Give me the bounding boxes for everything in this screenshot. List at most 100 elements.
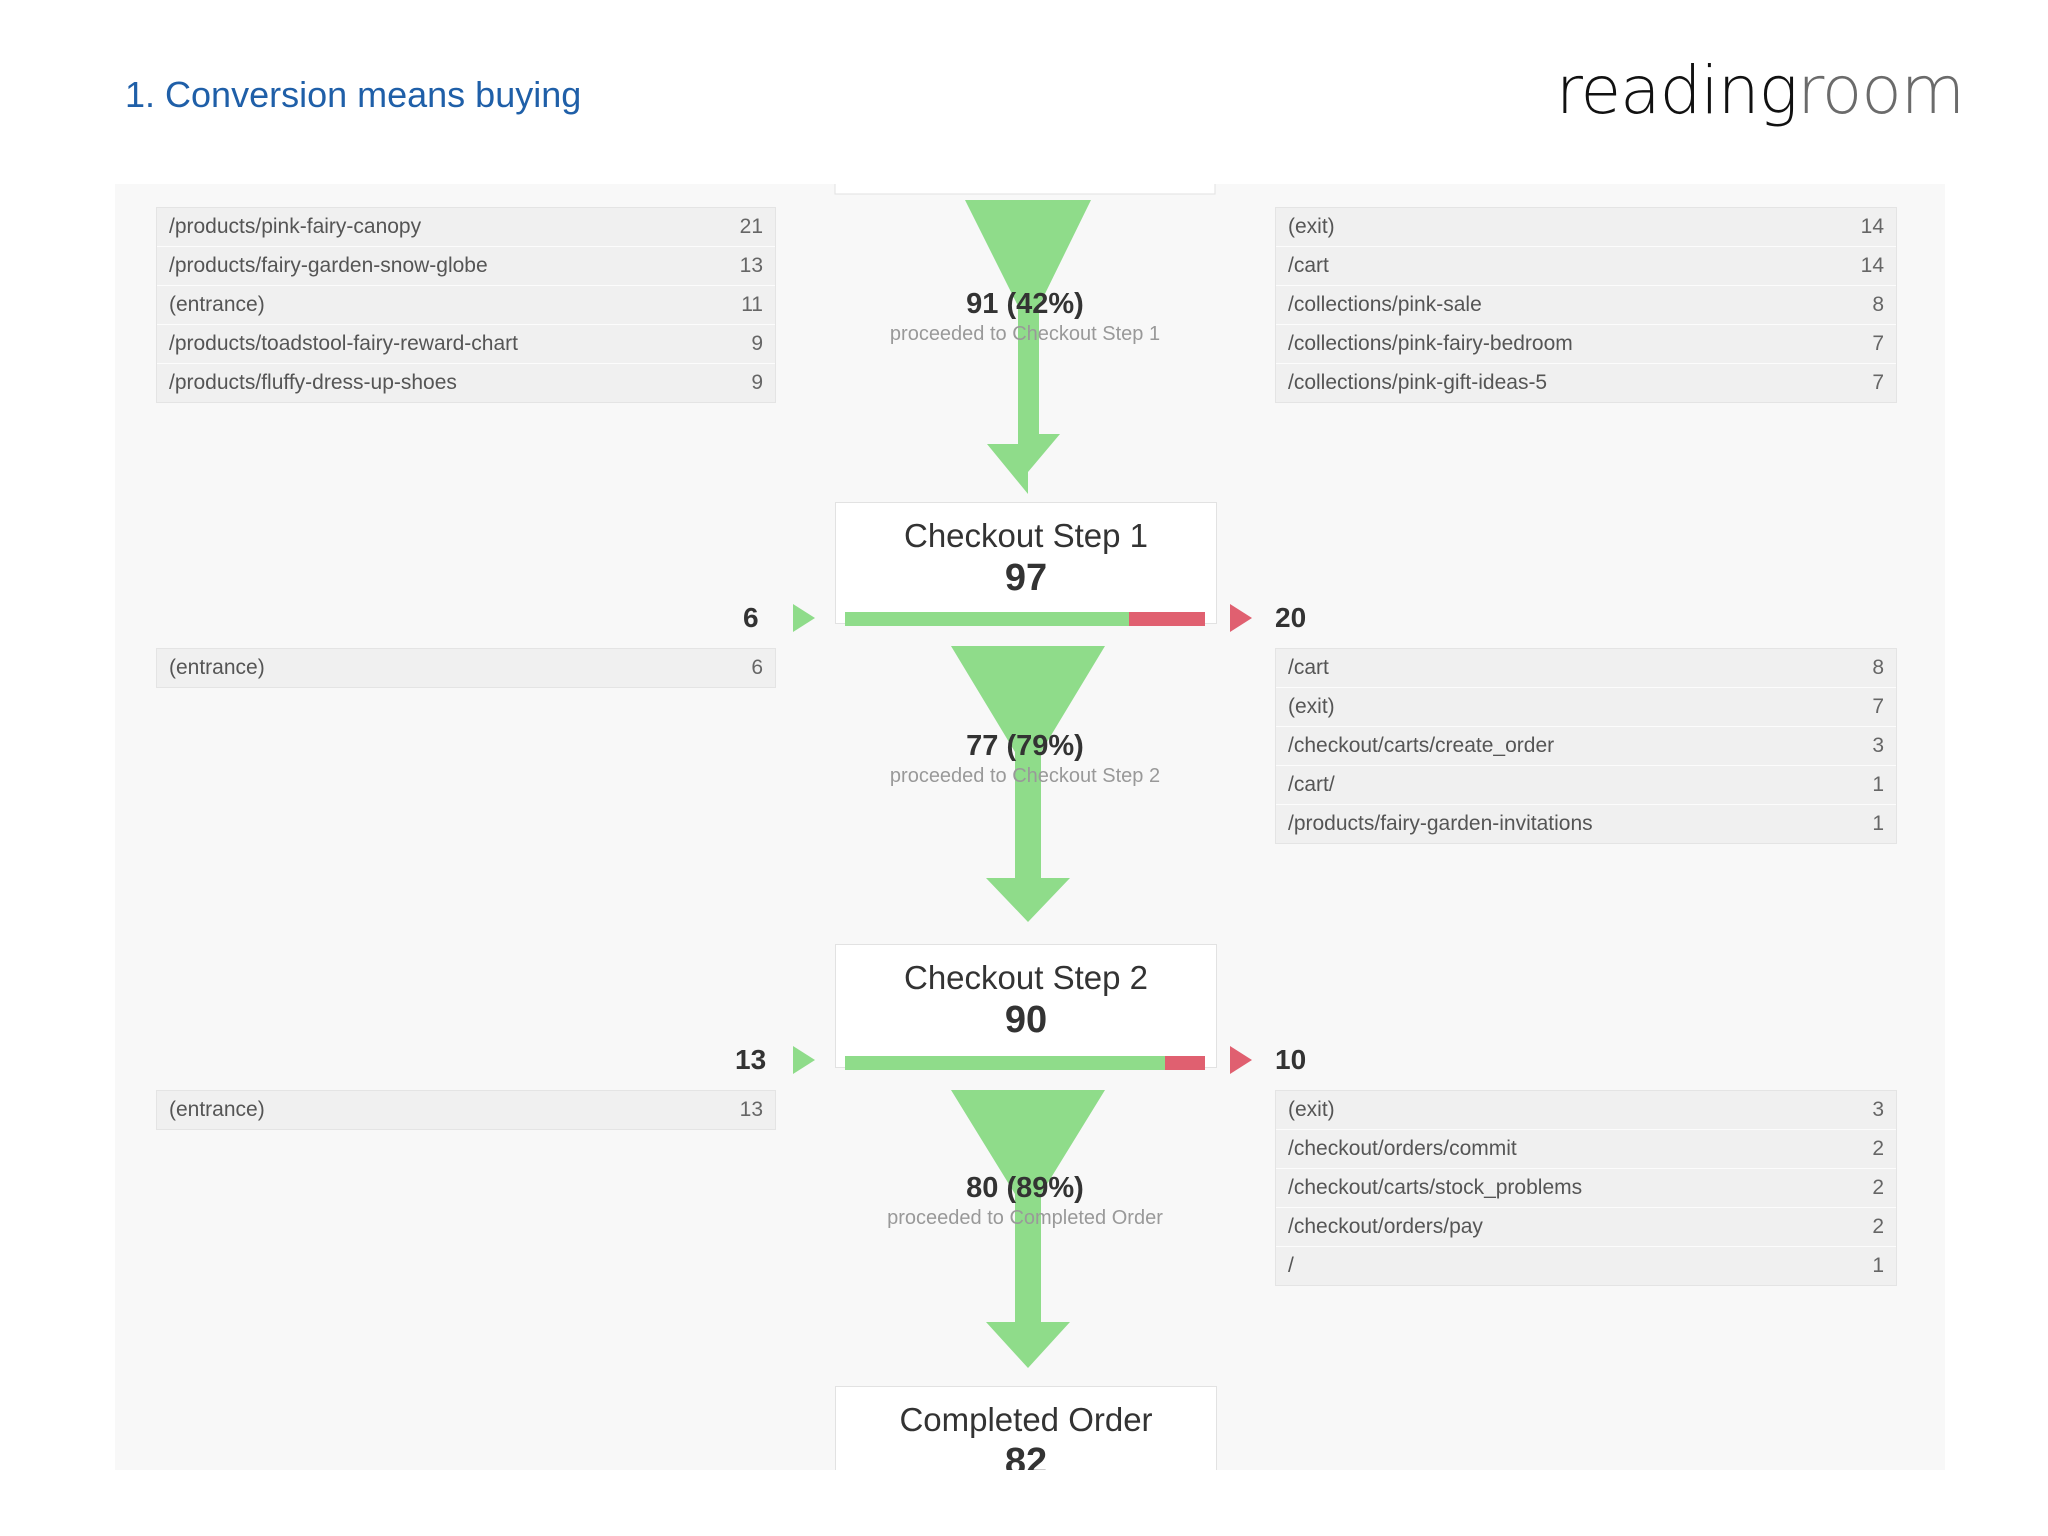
row-count: 14	[1860, 254, 1884, 277]
step-box-checkout-2[interactable]: Checkout Step 2 90	[835, 944, 1217, 1068]
table-row[interactable]: /cart 8	[1276, 649, 1896, 688]
step-value: 82	[1004, 1441, 1048, 1470]
row-path: /products/pink-fairy-canopy	[169, 215, 422, 238]
step-2-drop-segment	[1165, 1056, 1205, 1070]
table-row[interactable]: (entrance) 6	[157, 649, 775, 687]
row-count: 3	[1872, 734, 1884, 757]
logo-part-room: room	[1797, 52, 1965, 129]
row-count: 8	[1872, 293, 1884, 316]
row-path: /checkout/orders/commit	[1288, 1137, 1517, 1160]
table-row[interactable]: /collections/pink-gift-ideas-5 7	[1276, 364, 1896, 402]
step-2-exits-table: (exit) 3 /checkout/orders/commit 2 /checko…	[1275, 1090, 1897, 1286]
row-count: 13	[739, 1098, 763, 1121]
row-count: 13	[739, 254, 763, 277]
table-row[interactable]: (exit) 7	[1276, 688, 1896, 727]
step-box-completed-order[interactable]: Completed Order 82	[835, 1386, 1217, 1470]
step-1-exits-table: /cart 8 (exit) 7 /checkout/carts/create_or…	[1275, 648, 1897, 844]
row-count: 9	[751, 332, 763, 355]
step-1-entrances-table: (entrance) 6	[156, 648, 776, 688]
table-row[interactable]: (exit) 14	[1276, 208, 1896, 247]
step-1-exits-total: 20	[1275, 602, 1307, 633]
step-box-checkout-1[interactable]: Checkout Step 1 97	[835, 502, 1217, 624]
row-path: (exit)	[1288, 1098, 1335, 1121]
row-path: /	[1288, 1254, 1294, 1277]
table-row[interactable]: /checkout/orders/pay 2	[1276, 1208, 1896, 1247]
step-2-progress-bar	[845, 1056, 1205, 1070]
row-path: /cart	[1288, 254, 1329, 277]
row-path: /checkout/orders/pay	[1288, 1215, 1483, 1238]
row-path: /cart/	[1288, 773, 1335, 796]
conversion-value: 80 (89%)	[966, 1172, 1084, 1204]
row-path: /collections/pink-fairy-bedroom	[1288, 332, 1573, 355]
row-count: 8	[1872, 656, 1884, 679]
step-2-exits-total: 10	[1275, 1044, 1307, 1075]
funnel-3-shape	[951, 1090, 1105, 1368]
conversion-label: proceeded to Checkout Step 1	[889, 323, 1161, 345]
table-row[interactable]: (exit) 3	[1276, 1091, 1896, 1130]
row-path: /collections/pink-gift-ideas-5	[1288, 371, 1548, 394]
entrance-arrow-icon	[793, 1046, 815, 1074]
table-row[interactable]: /products/toadstool-fairy-reward-chart 9	[157, 325, 775, 364]
exit-arrow-icon	[1230, 1046, 1252, 1074]
row-count: 7	[1872, 371, 1884, 394]
conversion-value: 91 (42%)	[966, 288, 1084, 320]
table-row[interactable]: /products/fluffy-dress-up-shoes 9	[157, 364, 775, 402]
row-count: 7	[1872, 332, 1884, 355]
step-1-drop-segment	[1129, 612, 1205, 626]
row-path: (entrance)	[169, 293, 265, 316]
table-row[interactable]: (entrance)11	[157, 286, 775, 325]
top-step-box-edge	[834, 184, 1216, 195]
row-count: 1	[1872, 1254, 1884, 1277]
table-row[interactable]: /collections/pink-sale 8	[1276, 286, 1896, 325]
step-1-progress-bar	[845, 612, 1205, 626]
entrance-arrow-icon	[793, 604, 815, 632]
exit-arrow-icon	[1230, 604, 1252, 632]
row-count: 9	[751, 371, 763, 394]
top-exits-table: (exit) 14 /cart 14 /collections/pink-sale 8…	[1275, 207, 1897, 403]
conversion-1: 91 (42%) proceeded to Checkout Step 1	[825, 288, 1225, 346]
table-row[interactable]: /cart/1	[1276, 766, 1896, 805]
row-path: (exit)	[1288, 695, 1335, 718]
row-path: /checkout/carts/stock_problems	[1288, 1176, 1583, 1199]
row-count: 6	[751, 656, 763, 679]
row-path: /products/fairy-garden-invitations	[1288, 812, 1593, 835]
row-count: 2	[1872, 1137, 1884, 1160]
row-count: 7	[1872, 695, 1884, 718]
step-1-entrances-total: 6	[743, 602, 759, 633]
row-path: /products/fluffy-dress-up-shoes	[169, 371, 457, 394]
table-row[interactable]: (entrance)13	[157, 1091, 775, 1129]
table-row[interactable]: /checkout/orders/commit 2	[1276, 1130, 1896, 1169]
funnel-1-shape	[965, 200, 1091, 494]
row-count: 1	[1872, 812, 1884, 835]
row-count: 2	[1872, 1215, 1884, 1238]
conversion-value: 77 (79%)	[966, 730, 1084, 762]
row-count: 14	[1860, 215, 1884, 238]
step-value: 90	[1004, 999, 1048, 1041]
table-row[interactable]: /1	[1276, 1247, 1896, 1285]
row-count: 1	[1872, 773, 1884, 796]
row-path: /products/toadstool-fairy-reward-chart	[169, 332, 518, 355]
row-count: 3	[1872, 1098, 1884, 1121]
table-row[interactable]: /cart 14	[1276, 247, 1896, 286]
row-path: (exit)	[1288, 215, 1335, 238]
row-path: /collections/pink-sale	[1288, 293, 1482, 316]
funnel-2-shape	[951, 646, 1105, 922]
table-row[interactable]: /collections/pink-fairy-bedroom 7	[1276, 325, 1896, 364]
step-2-entrances-total: 13	[735, 1044, 767, 1075]
funnel-shapes	[834, 184, 1216, 1368]
conversion-3: 80 (89%) proceeded to Completed Order	[825, 1172, 1225, 1230]
table-row[interactable]: /products/fairy-garden-invitations 1	[1276, 805, 1896, 843]
conversion-label: proceeded to Checkout Step 2	[889, 765, 1161, 787]
step-name: Checkout Step 2	[904, 959, 1148, 996]
step-value: 97	[1004, 557, 1048, 599]
readingroom-logo: readingroom	[1556, 52, 1965, 129]
conversion-2: 77 (79%) proceeded to Checkout Step 2	[825, 730, 1225, 788]
row-path: (entrance)	[169, 656, 265, 679]
row-path: /cart	[1288, 656, 1329, 679]
